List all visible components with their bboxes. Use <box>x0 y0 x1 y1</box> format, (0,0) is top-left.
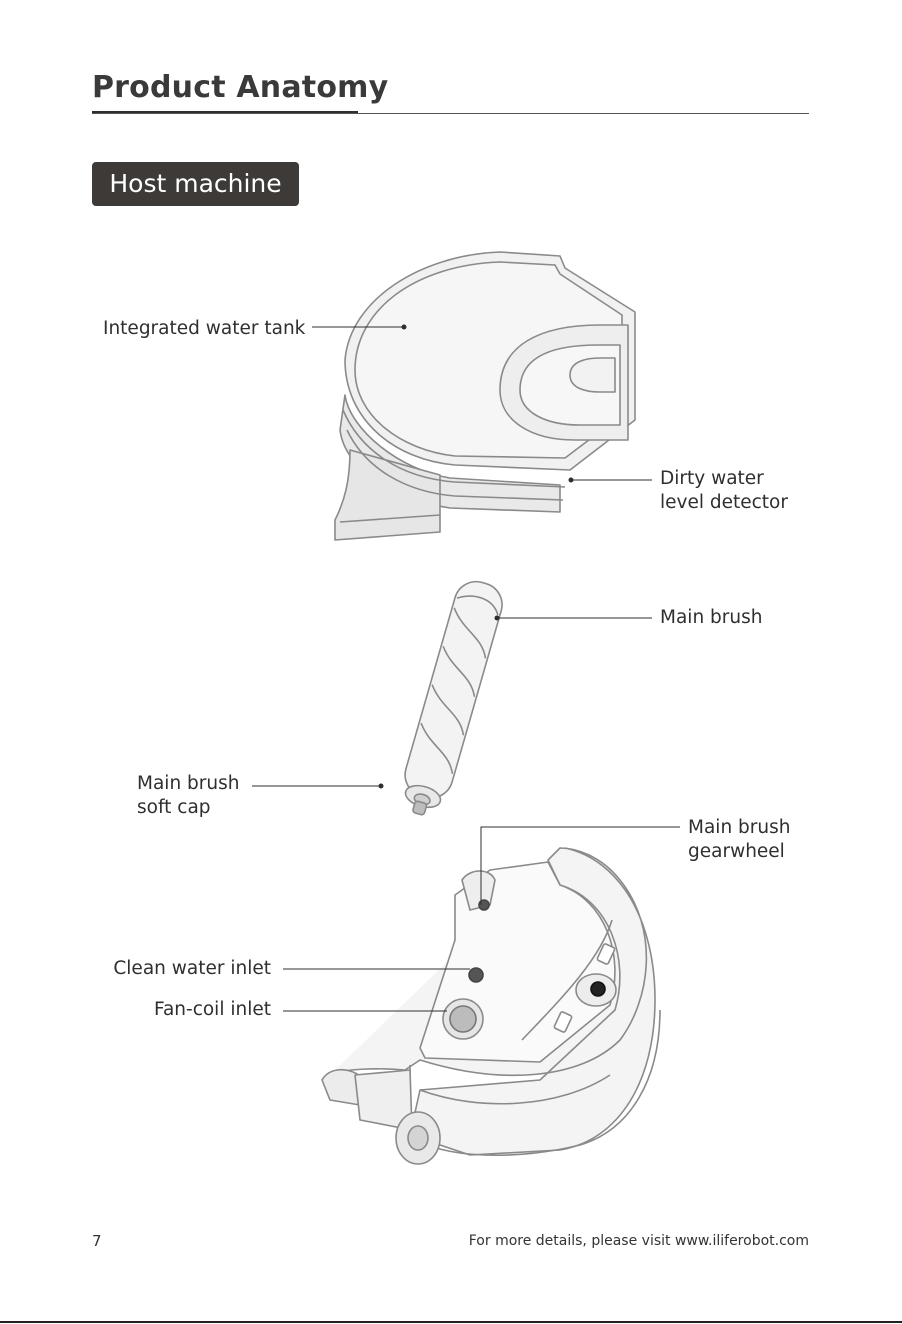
label-fan-coil-inlet: Fan-coil inlet <box>154 998 271 1022</box>
label-line: Main brush <box>137 772 239 796</box>
label-clean-water-inlet: Clean water inlet <box>113 957 271 981</box>
label-line: level detector <box>660 491 788 515</box>
footer-website-note: For more details, please visit www.ilife… <box>469 1233 809 1249</box>
label-dirty-water-level-detector: Dirty water level detector <box>660 467 788 515</box>
label-line: Main brush <box>688 816 790 840</box>
water-tank-illustration <box>335 252 635 540</box>
label-line: Dirty water <box>660 467 788 491</box>
label-line: gearwheel <box>688 840 790 864</box>
page-number: 7 <box>92 1232 102 1250</box>
label-main-brush: Main brush <box>660 606 762 630</box>
label-main-brush-soft-cap: Main brush soft cap <box>137 772 239 820</box>
brush-housing-illustration <box>322 848 660 1164</box>
label-line: soft cap <box>137 796 239 820</box>
main-brush-illustration <box>395 576 507 820</box>
label-main-brush-gearwheel: Main brush gearwheel <box>688 816 790 864</box>
label-integrated-water-tank: Integrated water tank <box>103 317 305 341</box>
bottom-divider <box>0 1321 902 1323</box>
